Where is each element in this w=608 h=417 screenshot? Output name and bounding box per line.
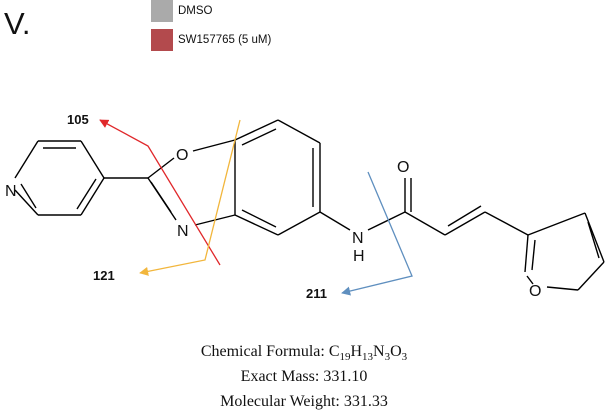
- formula-element-o: O: [390, 343, 402, 360]
- molecular-weight: Molecular Weight: 331.33: [220, 393, 388, 410]
- legend-entry-sw157765: SW157765 (5 uM): [151, 29, 271, 51]
- atom-amide-n: N: [352, 230, 364, 247]
- atom-oxazole-o: O: [176, 147, 188, 164]
- atom-carbonyl-o: O: [397, 159, 409, 176]
- furan-ring: [524, 212, 605, 291]
- formula-count-h: 13: [362, 351, 374, 364]
- formula-count-n: 3: [384, 351, 391, 364]
- legend-label-dmso: DMSO: [178, 5, 213, 17]
- amide-chain: [319, 178, 529, 236]
- fragment-label-211: 211: [306, 286, 327, 301]
- fragment-path-211: [341, 171, 413, 296]
- atom-pyridine-n: N: [5, 183, 17, 200]
- fragment-path-105: [99, 119, 221, 266]
- formula-count-o: 3: [401, 351, 408, 364]
- pyridine-ring: [14, 140, 105, 216]
- legend-entry-dmso: DMSO: [151, 0, 213, 22]
- atom-oxazole-n: N: [177, 223, 189, 240]
- legend-label-sw157765: SW157765 (5 uM): [178, 34, 272, 46]
- panel-label: V.: [4, 6, 31, 41]
- formula-count-c: 19: [339, 351, 351, 364]
- legend-swatch-dmso: [151, 0, 173, 22]
- formula-element-c: C: [328, 343, 340, 360]
- chemical-formula: Chemical Formula: C19H13N3O3: [0, 343, 608, 363]
- fragment-path-121: [139, 119, 241, 276]
- legend-swatch-sw157765: [151, 29, 173, 51]
- exact-mass: Exact Mass: 331.10: [240, 368, 368, 385]
- fragment-label-121: 121: [93, 268, 115, 283]
- atom-furan-o: O: [529, 283, 541, 300]
- molecule-structure: N O N N H O O 105 121 211: [5, 112, 605, 301]
- fragment-label-105: 105: [67, 112, 89, 127]
- formula-element-h: H: [350, 343, 363, 360]
- formula-prefix: Chemical Formula:: [200, 343, 329, 360]
- formula-element-n: N: [373, 343, 385, 360]
- benzene-ring: [234, 119, 321, 236]
- atom-amide-h: H: [353, 248, 365, 265]
- oxazole-ring: [147, 139, 236, 226]
